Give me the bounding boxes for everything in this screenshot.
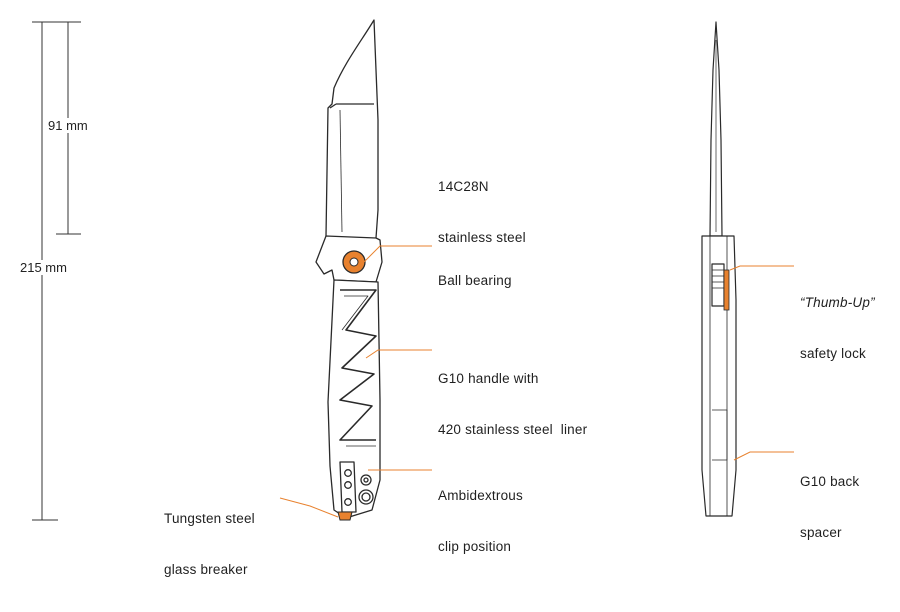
callout-clip: Ambidextrous clip position <box>438 488 523 554</box>
leader-safety-lock <box>729 265 794 271</box>
leader-glass-breaker <box>279 497 339 518</box>
knife-drawing <box>32 19 794 521</box>
leader-ball-bearing <box>363 245 432 263</box>
callout-glass-breaker: Tungsten steel glass breaker <box>164 511 255 577</box>
blade <box>325 19 379 245</box>
handle <box>327 279 381 519</box>
leader-back-spacer <box>733 451 794 461</box>
knife-front-view <box>315 19 383 519</box>
safety-lock-accent <box>723 269 730 311</box>
callout-back-spacer: G10 back spacer <box>800 474 860 540</box>
knife-side-view <box>701 21 737 517</box>
callout-blade-steel: 14C28N stainless steel <box>438 179 526 245</box>
knife-spec-diagram: 91 mm 215 mm 14C28N stainless steel Ball… <box>18 19 875 577</box>
back-spacer <box>712 409 728 461</box>
leader-handle <box>365 349 432 359</box>
callout-handle: G10 handle with 420 stainless steel line… <box>438 371 588 437</box>
blade-length-label: 91 mm <box>46 118 90 133</box>
leader-lines <box>279 245 794 518</box>
handle-texture <box>339 289 377 441</box>
clip-screw <box>344 469 352 477</box>
callout-safety-lock: “Thumb-Up” safety lock <box>800 295 875 361</box>
glass-breaker-tip <box>337 511 353 521</box>
overall-length-label: 215 mm <box>18 260 69 275</box>
callout-ball-bearing: Ball bearing <box>438 273 512 288</box>
